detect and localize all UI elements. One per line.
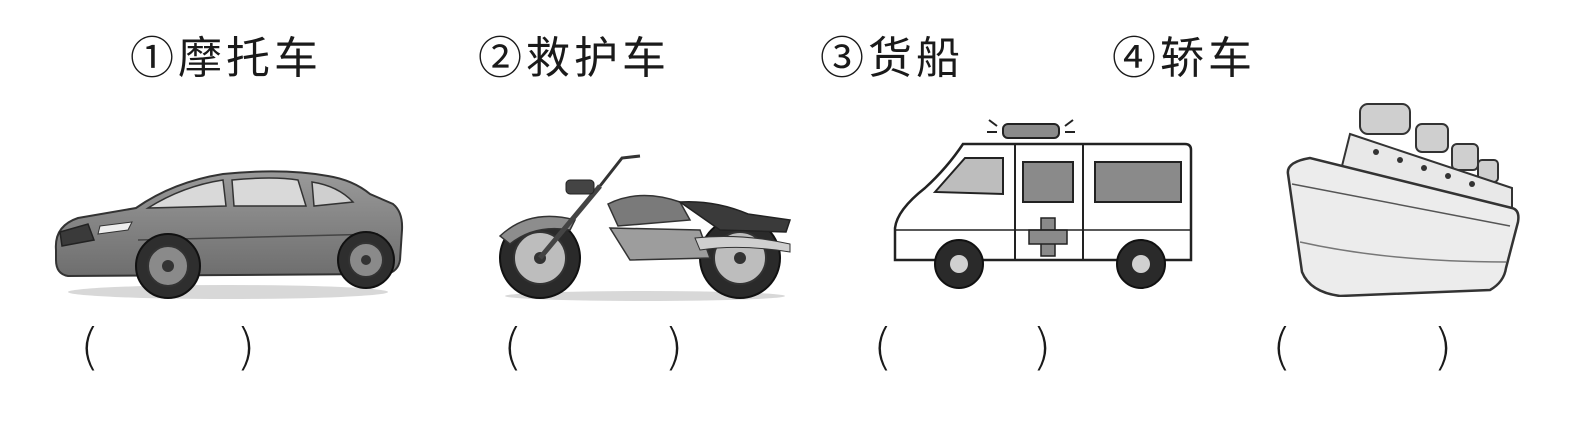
label-number: ② <box>478 33 526 84</box>
label-text: 货船 <box>868 33 964 84</box>
label-cargo-ship: ③货船 <box>820 22 964 86</box>
answer-blank-open: ( <box>873 318 893 376</box>
label-number: ③ <box>820 33 868 84</box>
label-text: 救护车 <box>526 33 670 84</box>
label-ambulance: ②救护车 <box>478 22 670 86</box>
ambulance-image <box>893 119 1193 289</box>
label-motorcycle: ①摩托车 <box>130 22 322 86</box>
motorcycle-image <box>498 154 791 301</box>
label-number: ④ <box>1112 33 1160 84</box>
answer-blank-open: ( <box>80 318 100 376</box>
label-text: 摩托车 <box>178 33 322 84</box>
label-text: 轿车 <box>1160 33 1256 84</box>
answer-blank-open: ( <box>1272 318 1292 376</box>
answer-blank-close: ) <box>664 318 684 376</box>
answer-blank-open: ( <box>503 318 523 376</box>
label-sedan: ④轿车 <box>1112 22 1256 86</box>
car-image <box>54 170 404 299</box>
label-number: ① <box>130 33 178 84</box>
answer-blank-close: ) <box>236 318 256 376</box>
answer-blank-close: ) <box>1433 318 1453 376</box>
answer-blank-close: ) <box>1032 318 1052 376</box>
ship-image <box>1286 103 1520 297</box>
